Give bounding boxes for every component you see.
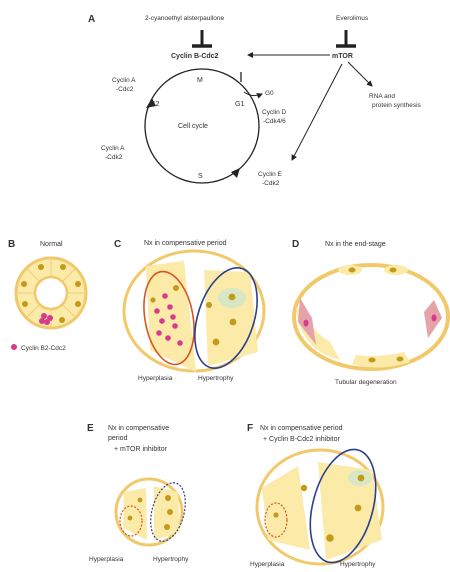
normal-tubule (16, 258, 86, 328)
cyclin-a-cdk2-line2: -Cdk2 (105, 154, 123, 161)
cycle-arrowhead-s (231, 168, 240, 178)
panel-f-title-line1: Nx in compensative period (260, 425, 343, 432)
panel-f: F Nx in compensative period + Cyclin B-C… (247, 423, 387, 570)
phase-m: M (197, 77, 203, 84)
phase-g0: G0 (265, 90, 274, 97)
cyclin-a-cdc2-line2: -Cdc2 (116, 86, 134, 93)
panel-b-letter: B (8, 239, 15, 250)
cyclin-e-line2: -Cdk2 (262, 180, 280, 187)
panel-f-hypertrophy-label: Hypertrophy (340, 561, 376, 568)
cyclin-b-cdc2-label: Cyclin B-Cdc2 (171, 53, 219, 60)
cyclin-b-inhibitor-tubule (257, 450, 383, 564)
synthesis-label-line1: RNA and (369, 93, 395, 100)
panel-e-title-line3: + mTOR inhibitor (114, 446, 168, 453)
panel-f-title-line2: + Cyclin B-Cdc2 inhibitor (263, 436, 341, 443)
panel-e: E Nx in compensative period + mTOR inhib… (87, 423, 191, 563)
panel-a-letter: A (88, 14, 95, 25)
arrow-mtor-to-cyclin-e (292, 64, 342, 160)
arrow-to-g0 (244, 92, 262, 96)
mtor-inhibitor-tubule (116, 479, 182, 545)
phase-g2: G2 (150, 101, 159, 108)
cyclin-d-line1: Cyclin D (262, 109, 287, 116)
panel-e-title-line1: Nx in compensative (108, 425, 169, 432)
legend-cyclin-dot (11, 344, 17, 350)
inhibition-bar-cyclin-b (192, 30, 212, 46)
mtor-label: mTOR (332, 53, 353, 60)
cyclin-a-cdk2-line1: Cyclin A (101, 145, 125, 152)
panel-d: D Nx in the end-stage Tubular degenerati… (292, 239, 448, 386)
panel-b-legend: Cyclin B2-Cdc2 (21, 345, 66, 352)
panel-e-hypertrophy-label: Hypertrophy (153, 556, 189, 563)
drug-everolimus-label: Everolimus (336, 15, 369, 22)
panel-c-hypertrophy-label: Hypertrophy (198, 375, 234, 382)
panel-f-letter: F (247, 423, 253, 434)
cyclin-d-line2: -Cdk4/6 (263, 118, 286, 125)
cyclin-a-cdc2-line1: Cyclin A (112, 77, 136, 84)
panel-d-letter: D (292, 239, 299, 250)
panel-d-title: Nx in the end-stage (325, 241, 386, 248)
panel-c: C Nx in compensative period Hyperplasia (114, 239, 269, 382)
panel-f-hyperplasia-label: Hyperplasia (250, 561, 285, 568)
panel-c-letter: C (114, 239, 121, 250)
phase-s: S (198, 173, 203, 180)
end-stage-tubule (294, 265, 448, 369)
synthesis-label-line2: protein synthesis (372, 102, 422, 109)
phase-g1: G1 (235, 101, 244, 108)
cell-cycle-center-label: Cell cycle (178, 123, 208, 130)
panel-e-letter: E (87, 423, 94, 434)
arrow-mtor-to-synthesis (348, 62, 372, 86)
panel-e-hyperplasia-label: Hyperplasia (89, 556, 124, 563)
panel-b-title: Normal (40, 241, 63, 248)
drug-alsterpaullone-label: 2-cyanoethyl alsterpaullone (145, 15, 225, 22)
panel-b: B Normal (8, 239, 86, 352)
cyclin-e-line1: Cyclin E (258, 171, 283, 178)
inhibition-bar-mtor (336, 30, 356, 46)
panel-d-caption: Tubular degeneration (335, 379, 397, 386)
panel-c-hyperplasia-label: Hyperplasia (138, 375, 173, 382)
panel-e-title-line2: period (108, 435, 128, 442)
panel-c-title: Nx in compensative period (144, 240, 227, 247)
panel-a: A 2-cyanoethyl alsterpaullone Everolimus… (88, 14, 422, 187)
